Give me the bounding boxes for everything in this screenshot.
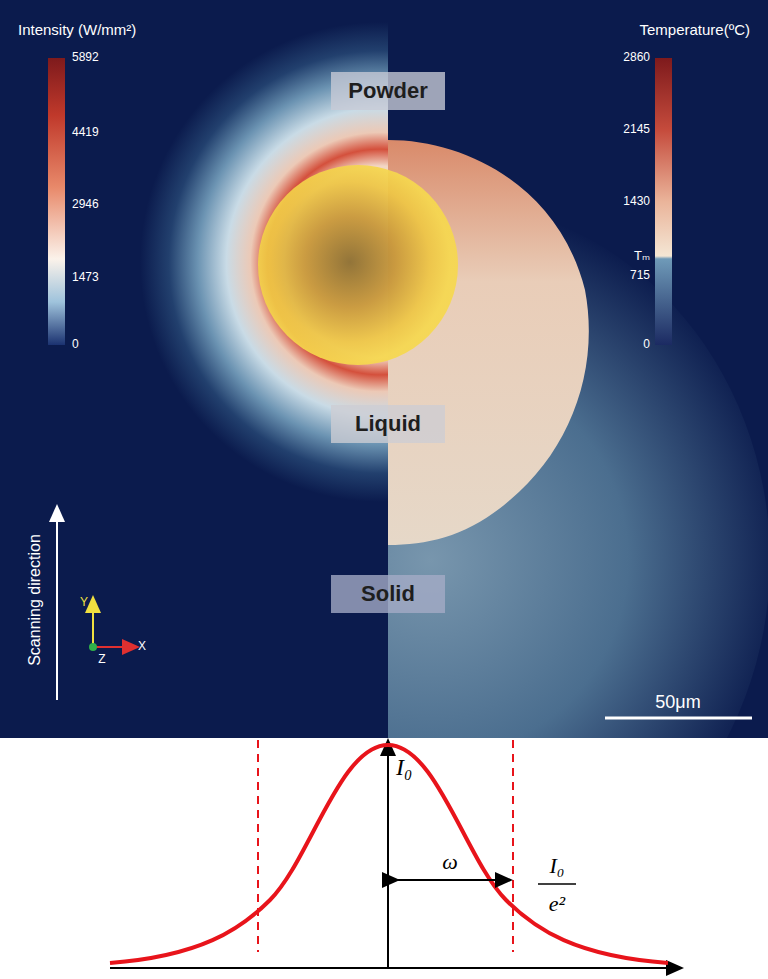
intensity-colorbar xyxy=(48,58,65,345)
figure-label: I₀ xyxy=(550,853,565,878)
figure-label: 0 xyxy=(643,338,650,352)
region-label-box: Liquid xyxy=(331,405,445,443)
dashed-line xyxy=(512,740,514,952)
width-arrow xyxy=(392,879,505,881)
temperature-field xyxy=(388,140,768,738)
figure-label: 2946 xyxy=(72,198,99,212)
figure-label: 4419 xyxy=(72,126,99,140)
figure-label: Intensity (W/mm²) xyxy=(18,21,136,38)
figure-label: X xyxy=(138,640,146,654)
figure-label: 2145 xyxy=(623,123,650,137)
figure-label: 2860 xyxy=(623,51,650,65)
intensity-field xyxy=(140,22,388,502)
y-axis xyxy=(92,603,94,647)
vertical-axis xyxy=(387,746,389,968)
figure-label: 5892 xyxy=(72,51,99,65)
figure-label: Z xyxy=(98,653,105,667)
dashed-line xyxy=(257,740,259,952)
temperature-colorbar xyxy=(655,58,672,345)
region-label: Solid xyxy=(361,581,415,606)
figure-label: 50μm xyxy=(655,692,700,713)
fraction-bar xyxy=(538,883,576,885)
region-label: Powder xyxy=(348,78,427,103)
horizontal-axis xyxy=(110,967,676,969)
figure-label: Scanning direction xyxy=(26,534,44,666)
figure-label: I₀ xyxy=(396,754,412,782)
region-label: Liquid xyxy=(355,411,421,436)
z-axis-dot xyxy=(89,643,97,651)
region-label-box: Powder xyxy=(331,72,445,110)
figure-label: Y xyxy=(80,596,88,610)
powder-particle xyxy=(258,165,458,365)
x-axis xyxy=(93,646,132,648)
figure-label: 715 xyxy=(630,269,650,283)
figure-label: Tₘ xyxy=(634,249,650,264)
figure-label: 1473 xyxy=(72,271,99,285)
figure-label: Temperature(ºC) xyxy=(639,21,750,38)
gaussian-curve xyxy=(110,745,668,963)
figure-label: 0 xyxy=(72,338,79,352)
scan-arrow xyxy=(56,512,58,700)
figure-label: e² xyxy=(549,891,565,916)
region-label-box: Solid xyxy=(331,575,445,613)
figure-label: 1430 xyxy=(623,195,650,209)
figure-label: ω xyxy=(442,849,458,874)
scale-bar xyxy=(605,717,752,720)
